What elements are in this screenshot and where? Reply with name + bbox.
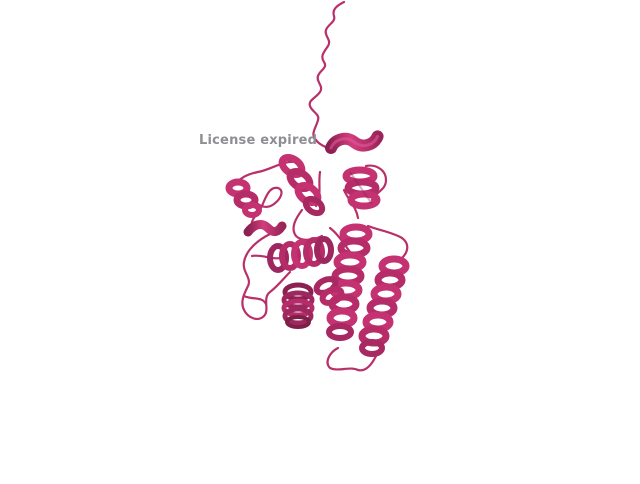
helix-e bbox=[243, 220, 287, 237]
loop-bottom bbox=[326, 346, 378, 372]
loop-bottom-left bbox=[242, 254, 282, 306]
helix-b bbox=[342, 166, 381, 210]
helix-a bbox=[325, 130, 384, 154]
n-terminal-tail bbox=[308, 0, 346, 152]
license-watermark: License expired bbox=[199, 133, 318, 148]
helix-g bbox=[281, 282, 315, 329]
helix-j bbox=[358, 255, 410, 357]
loop-right-mid bbox=[366, 224, 409, 260]
helix-i bbox=[313, 276, 345, 306]
helix-f bbox=[267, 236, 334, 273]
loop-left-lower bbox=[241, 232, 292, 320]
helix-d bbox=[225, 178, 262, 218]
helix-c bbox=[278, 153, 326, 217]
